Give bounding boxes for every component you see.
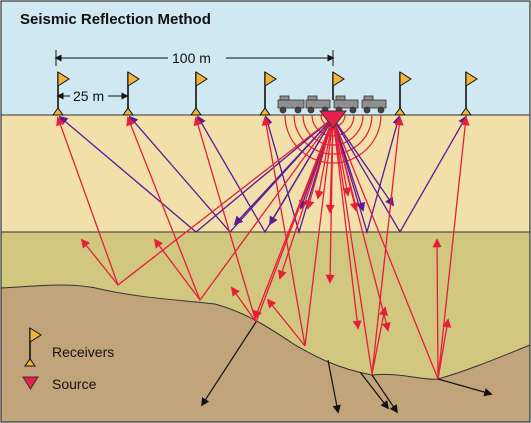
spacing-label: 25 m — [73, 88, 104, 104]
source-triangle-icon — [318, 110, 348, 129]
legend: Receivers Source — [22, 327, 114, 392]
transmitted-rays — [201, 321, 493, 414]
receivers — [52, 71, 478, 116]
deep-reflection-rays — [56, 116, 470, 380]
flag-icon — [122, 71, 140, 116]
shallow-reflection-rays — [58, 115, 467, 235]
survey-truck-icon — [277, 95, 387, 114]
flag-icon — [332, 71, 345, 100]
flag-icon — [460, 71, 478, 116]
flag-icon — [259, 71, 277, 116]
span-label: 100 m — [172, 50, 211, 66]
legend-receivers-label: Receivers — [52, 344, 114, 360]
diagram-title: Seismic Reflection Method — [20, 11, 211, 28]
flag-icon — [190, 71, 208, 116]
legend-source-triangle-icon — [22, 376, 39, 390]
spacing-dimension: 25 m — [56, 88, 129, 104]
span-dimension: 100 m — [54, 50, 335, 66]
legend-receiver-flag-icon — [24, 327, 42, 367]
legend-source-label: Source — [52, 376, 97, 392]
flag-icon — [52, 71, 70, 116]
flag-icon — [394, 71, 412, 116]
lower-rock-layer — [1, 285, 530, 422]
